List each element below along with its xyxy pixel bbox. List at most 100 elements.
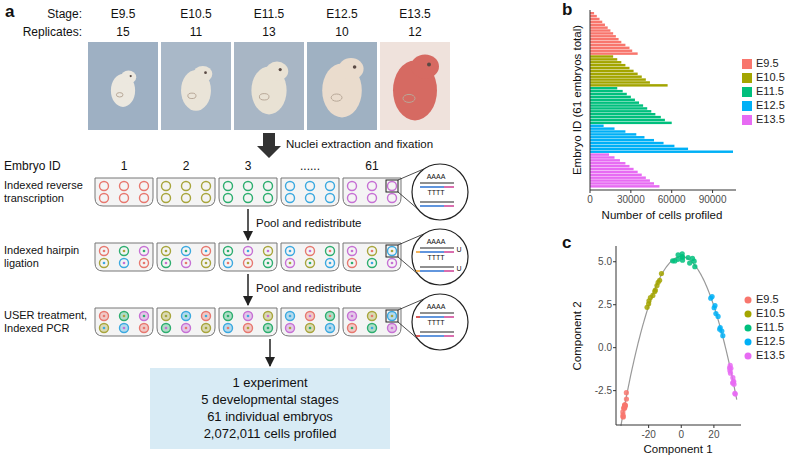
nucleus-tag: [309, 250, 312, 253]
label-holder: Replicates:: [23, 25, 82, 39]
mrna-strand: [420, 182, 454, 183]
cell-count-bar: [590, 73, 638, 75]
replicate-count: 15: [116, 25, 129, 39]
legend-label: E10.5: [756, 71, 785, 84]
nucleus: [140, 259, 149, 268]
legend-swatch: [742, 73, 752, 83]
step-note: Pool and redistribute: [256, 282, 361, 296]
nucleus: [286, 194, 295, 203]
nucleus: [202, 259, 211, 268]
nucleus: [100, 324, 109, 333]
nucleus-tag: [123, 327, 126, 330]
cell-count-bar: [590, 168, 634, 170]
nucleus-tag: [289, 262, 292, 265]
nucleus-tag: [289, 315, 292, 318]
legend-swatch: [745, 339, 752, 346]
nucleus-tag: [143, 262, 146, 265]
nucleus-tag: [351, 250, 354, 253]
label-holder: Indexed hairpin ligation: [4, 244, 94, 270]
nucleus-tag: [351, 315, 354, 318]
nucleus: [140, 182, 149, 191]
adapter-segment: [416, 270, 420, 272]
legend-label: E9.5: [756, 293, 779, 306]
sequence-tag: U: [456, 246, 461, 254]
legend-swatch: [745, 353, 752, 360]
cell-count-bar: [590, 58, 617, 60]
nucleus-tag: [165, 250, 168, 253]
label-holder: 90000: [699, 194, 727, 206]
nucleus: [388, 312, 397, 321]
cell-count-bar: [590, 87, 617, 89]
nucleus-tag: [267, 250, 270, 253]
embryo-limb: [188, 93, 196, 98]
legend-label: E12.5: [756, 99, 785, 112]
embryo-photo: [234, 42, 304, 130]
label-holder: 11: [190, 25, 202, 39]
legend-label: E13.5: [756, 113, 785, 126]
step-label: Indexed reverse transcription: [4, 179, 94, 205]
nucleus: [306, 247, 315, 256]
embryo-head: [266, 62, 288, 81]
nucleus: [306, 259, 315, 268]
flow-arrow: [269, 339, 271, 366]
legend-entry: [745, 339, 752, 346]
cell-count-bar: [590, 148, 688, 150]
embryo-point: [692, 264, 697, 269]
axis-tick: 5.0: [598, 256, 612, 268]
embryo-point: [675, 257, 680, 262]
nucleus: [202, 312, 211, 321]
axis-tick: 60000: [658, 194, 686, 206]
nucleus: [306, 324, 315, 333]
summary-line: 5 developmental stages: [160, 391, 380, 408]
nucleus-tag: [123, 250, 126, 253]
label-holder: AAAA: [427, 303, 446, 311]
axis-tick: 2.5: [598, 299, 612, 311]
nucleus: [306, 194, 315, 203]
cell-count-bar: [590, 21, 602, 23]
plate-well: [95, 243, 153, 271]
nucleus: [224, 312, 233, 321]
legend-entry: [742, 101, 752, 111]
cell-count-bar: [590, 96, 631, 98]
legend-label: E11.5: [756, 321, 784, 334]
nucleus: [326, 182, 335, 191]
label-holder: Nuclei extraction and fixation: [286, 138, 433, 152]
nucleus: [286, 324, 295, 333]
legend-label: E13.5: [756, 349, 785, 362]
embryo-point: [680, 255, 685, 260]
nucleus: [306, 182, 315, 191]
cell-count-bar: [590, 162, 625, 164]
panel-letter: b: [562, 0, 572, 20]
nucleus-tag: [371, 315, 374, 318]
nucleus-tag: [165, 327, 168, 330]
label-holder: TTTT: [427, 254, 444, 262]
nucleus-tag: [205, 315, 208, 318]
label-holder: Embryo ID (61 embryos total): [571, 25, 585, 175]
cell-count-bar: [590, 127, 615, 129]
cell-count-bar: [590, 29, 610, 31]
embryo-photo: [307, 42, 377, 130]
label-holder: 0: [587, 194, 593, 206]
legend-holder: E13.5: [756, 349, 785, 362]
nucleus: [326, 324, 335, 333]
nucleus-tag: [227, 315, 230, 318]
label-holder: TTTT: [427, 319, 444, 327]
nucleus-tag: [247, 250, 250, 253]
nucleus-tag: [391, 250, 394, 253]
nucleus: [326, 247, 335, 256]
summary-line: 2,072,011 cells profiled: [160, 425, 380, 442]
point-group: [620, 251, 738, 419]
nucleus: [162, 259, 171, 268]
embryo-point: [732, 391, 737, 396]
plate-well: [281, 308, 339, 336]
label-holder: E10.5: [180, 7, 211, 21]
nucleus: [140, 324, 149, 333]
mrna-strand: [420, 312, 454, 313]
axis-title: Component 2: [571, 301, 585, 370]
label-holder: U: [456, 265, 461, 273]
nucleus: [368, 312, 377, 321]
cell-count-bar: [590, 15, 597, 17]
label-holder: 5.0: [598, 256, 612, 268]
sequence-tag: AAAA: [427, 303, 446, 311]
plate-well: [281, 178, 339, 206]
